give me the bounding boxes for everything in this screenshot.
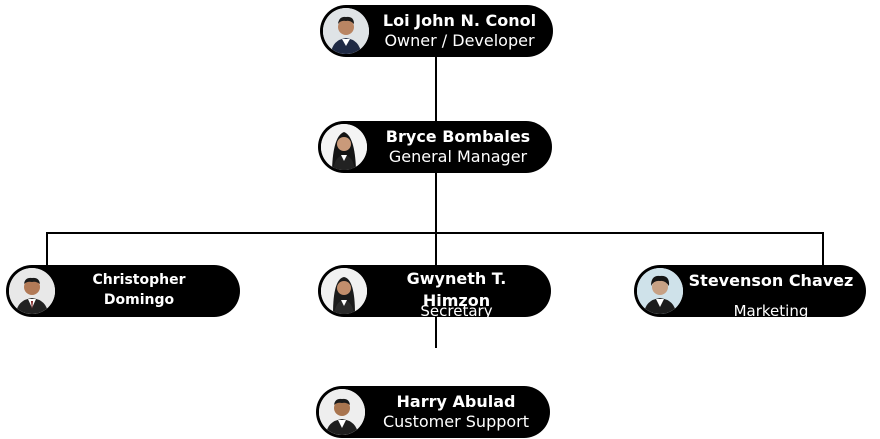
node-role: Marketing bbox=[733, 302, 809, 317]
node-name: Gwyneth T. Himzon bbox=[406, 269, 507, 310]
node-role: Owner / Developer bbox=[384, 31, 535, 50]
connector-branch-left bbox=[46, 232, 48, 266]
org-node-christopher[interactable]: Christopher Domingo bbox=[6, 265, 240, 317]
org-node-stevenson[interactable]: Stevenson Chavez Marketing bbox=[634, 265, 866, 317]
connector-branch-center bbox=[435, 226, 437, 266]
node-name: Christopher Domingo bbox=[92, 272, 186, 308]
node-role: Secretary bbox=[420, 302, 493, 317]
person-photo-icon bbox=[9, 268, 55, 314]
node-role: Customer Support bbox=[382, 412, 530, 431]
node-name: Loi John N. Conol bbox=[382, 11, 537, 30]
person-photo-icon bbox=[321, 124, 367, 170]
node-name: Stevenson Chavez bbox=[688, 271, 854, 290]
person-photo-icon bbox=[321, 268, 367, 314]
org-node-gwyneth[interactable]: Gwyneth T. Himzon Secretary bbox=[318, 265, 551, 317]
connector-owner-manager bbox=[435, 56, 437, 124]
node-name: Harry Abulad bbox=[396, 392, 516, 411]
connector-branch-right bbox=[822, 232, 824, 266]
connector-manager-branch bbox=[435, 172, 437, 227]
org-node-general-manager[interactable]: Bryce Bombales General Manager bbox=[318, 121, 552, 173]
node-name: Bryce Bombales bbox=[385, 127, 531, 146]
node-role: General Manager bbox=[388, 147, 528, 166]
person-photo-icon bbox=[323, 8, 369, 54]
person-photo-icon bbox=[637, 268, 683, 314]
person-photo-icon bbox=[319, 389, 365, 435]
org-node-owner[interactable]: Loi John N. Conol Owner / Developer bbox=[320, 5, 553, 57]
org-node-harry[interactable]: Harry Abulad Customer Support bbox=[316, 386, 550, 438]
connector-center-support bbox=[435, 316, 437, 348]
